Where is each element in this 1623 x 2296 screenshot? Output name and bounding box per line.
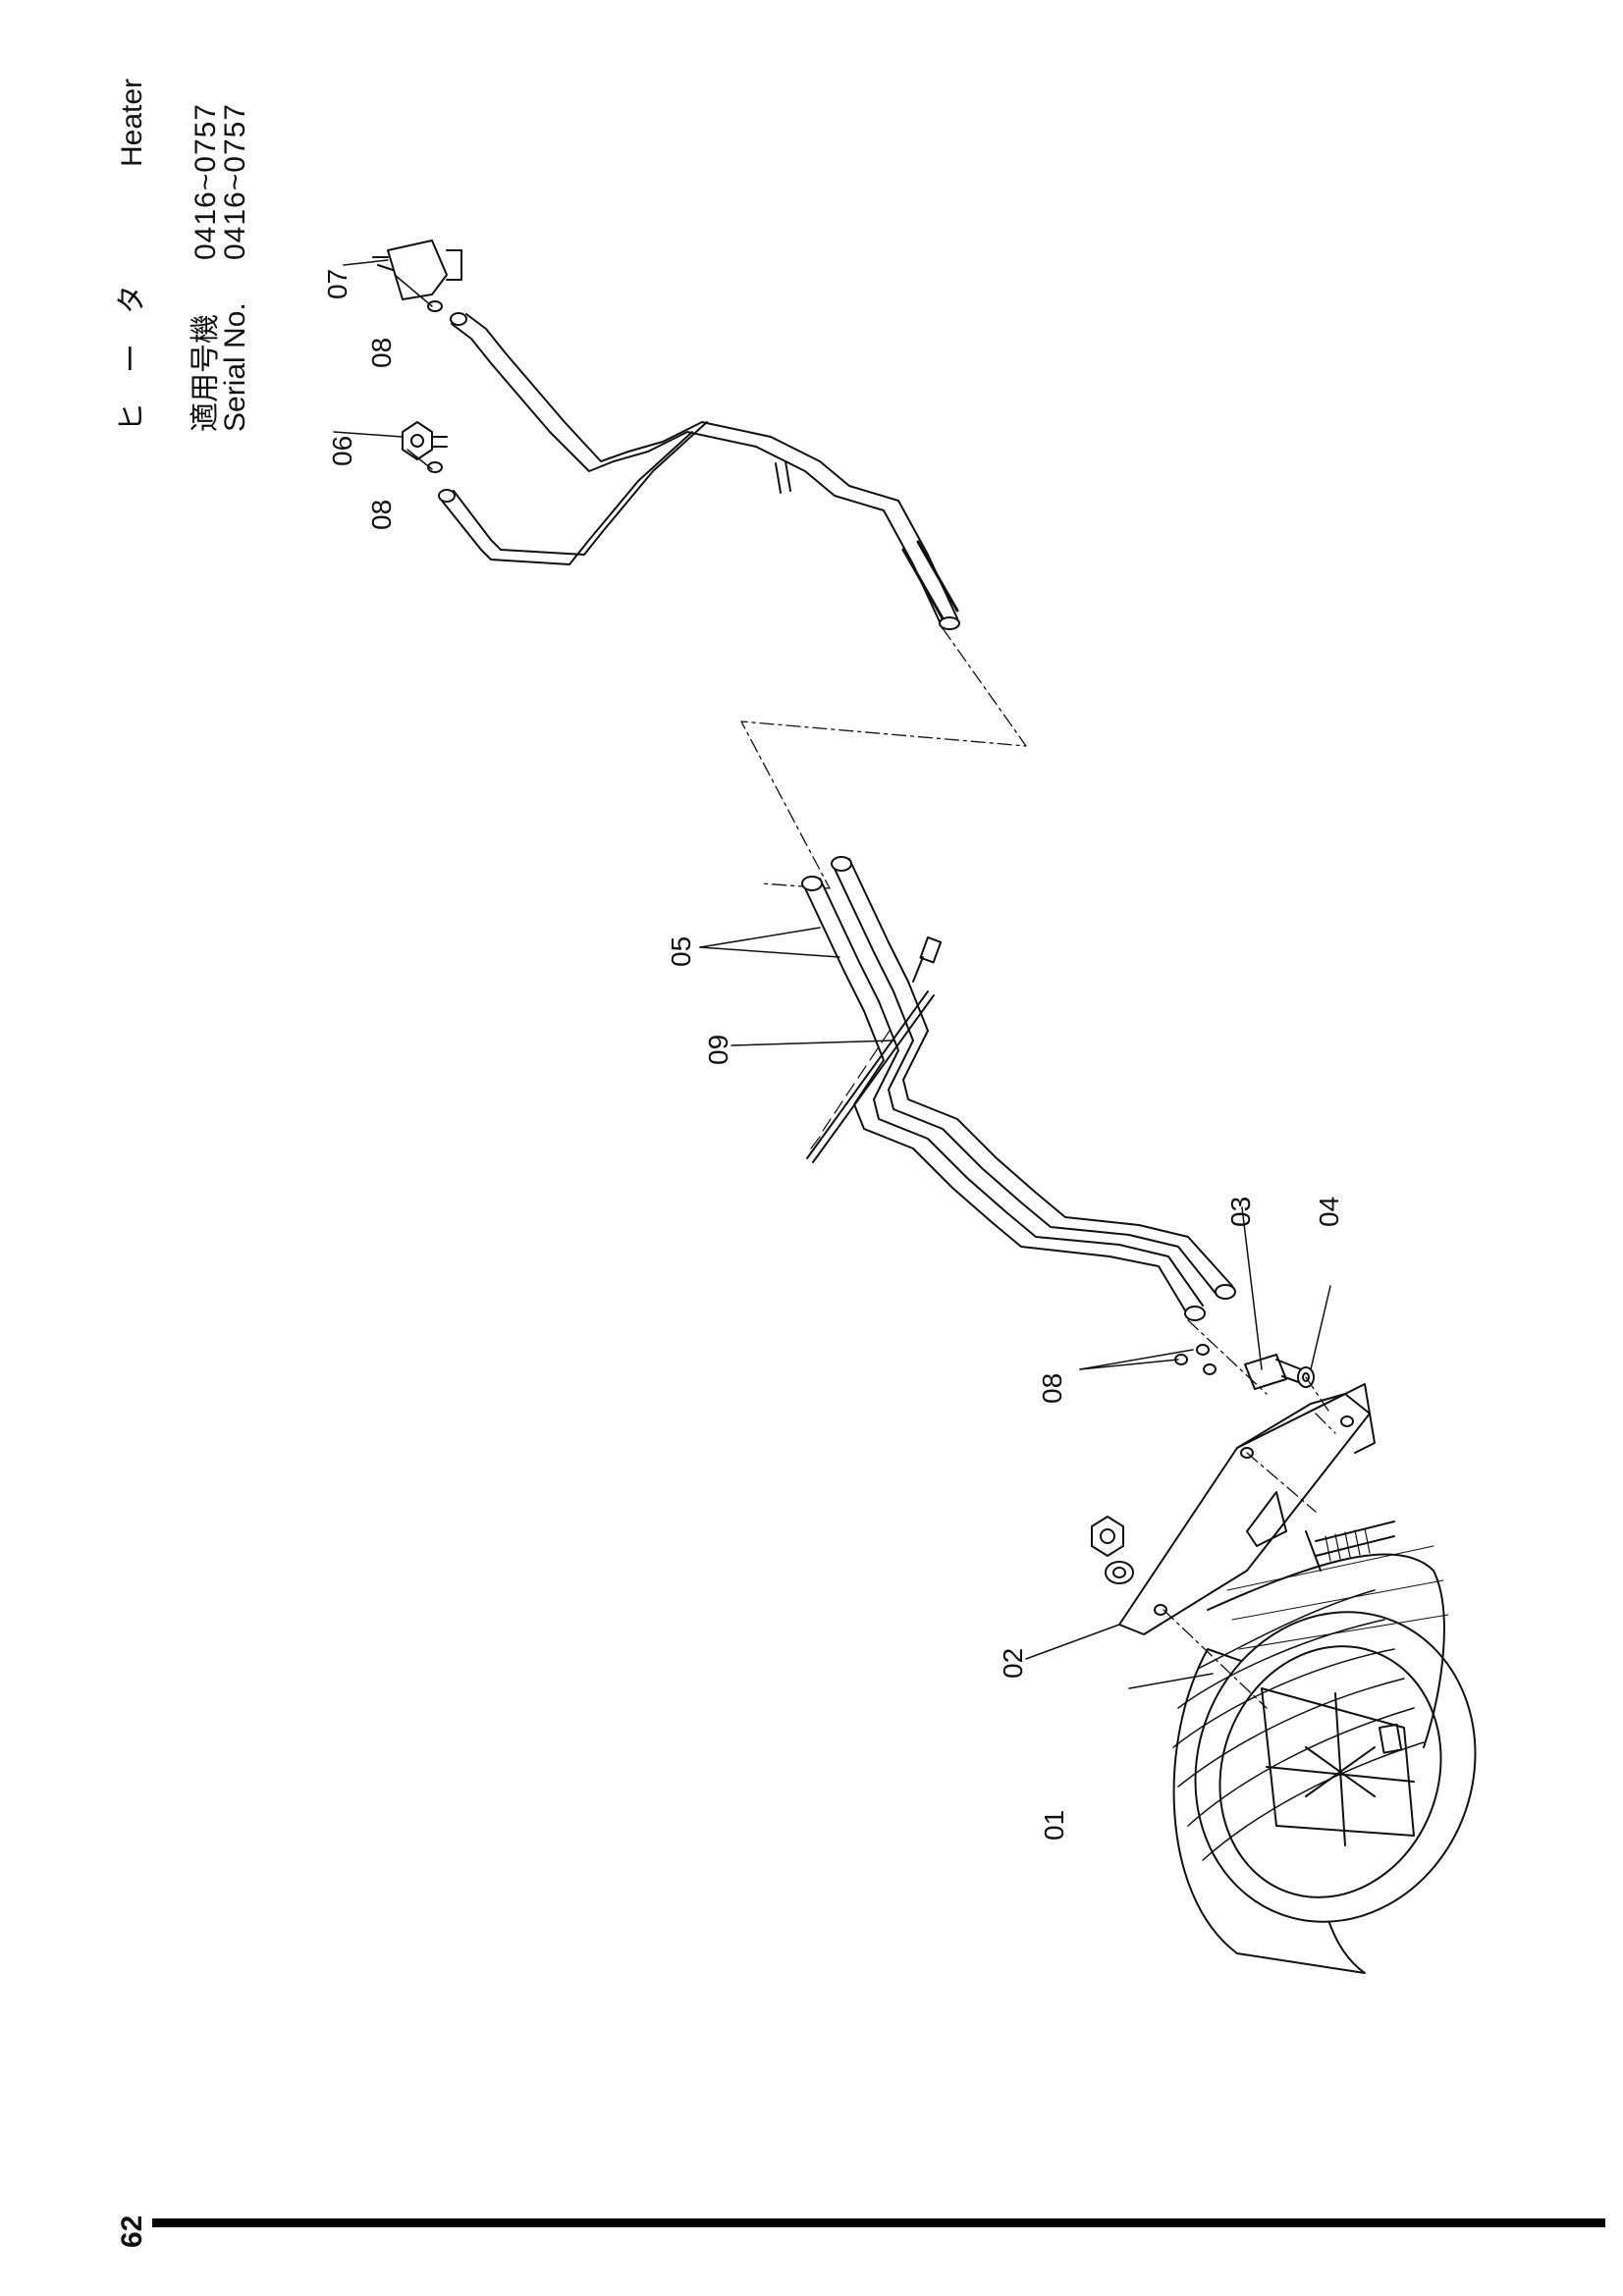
cable-tie-drawing xyxy=(806,936,943,1163)
callout-08-middle: 08 xyxy=(366,499,397,530)
callout-05: 05 xyxy=(666,935,696,967)
serial-range-english: 0416~0757 xyxy=(219,103,251,260)
serial-label-english: Serial No. xyxy=(219,302,251,432)
heater-hoses-drawing xyxy=(438,312,1236,1321)
page-number: 62 xyxy=(116,2215,148,2248)
callout-03: 03 xyxy=(1225,1196,1256,1227)
serial-range-japanese: 0416~0757 xyxy=(189,103,222,260)
callout-04: 04 xyxy=(1314,1196,1344,1227)
callout-08-upper: 08 xyxy=(366,337,397,368)
callout-06: 06 xyxy=(327,435,357,466)
callout-07: 07 xyxy=(322,268,352,299)
fittings-clamps-drawing xyxy=(372,240,1217,1375)
heater-unit-drawing xyxy=(1172,1521,1477,1974)
title-english: Heater xyxy=(116,78,148,167)
footer-rule xyxy=(152,2218,1605,2227)
bracket-drawing xyxy=(1091,1383,1376,1635)
callout-08-lower: 08 xyxy=(1037,1372,1067,1404)
callout-09: 09 xyxy=(703,1034,733,1065)
callout-01: 01 xyxy=(1039,1809,1069,1841)
serial-label-japanese: 適用号機 xyxy=(189,314,222,432)
callout-leaders xyxy=(333,259,1331,1689)
callout-02: 02 xyxy=(998,1647,1028,1679)
title-japanese: ヒ ー タ xyxy=(116,285,148,432)
